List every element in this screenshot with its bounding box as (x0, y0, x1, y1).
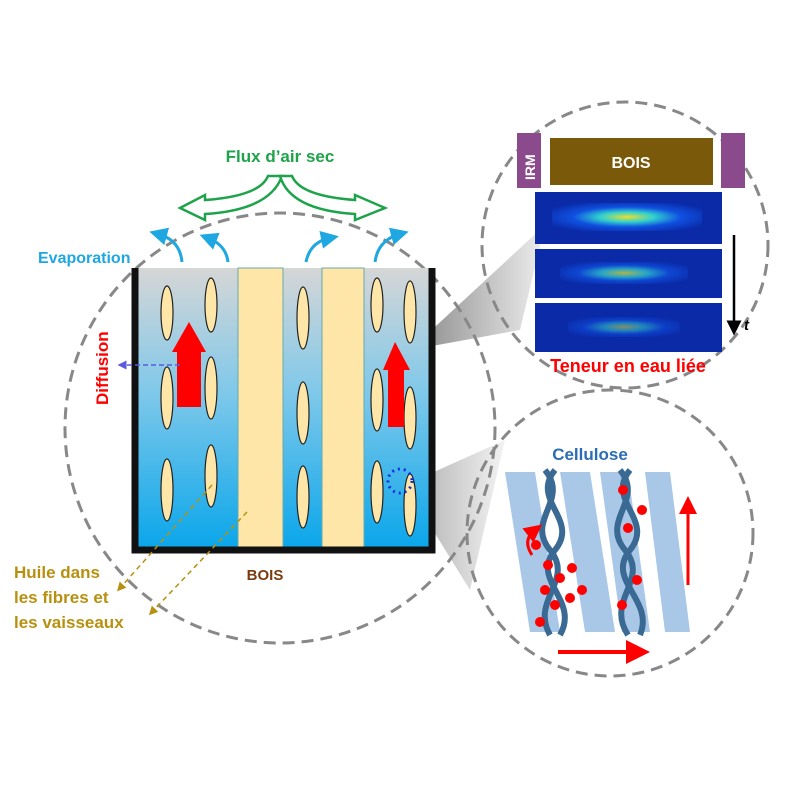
wood-block (117, 267, 436, 554)
mri-wood-label: BOIS (611, 155, 650, 172)
mri-image-t1 (560, 262, 688, 284)
moisture-arrow-up-right (383, 342, 410, 427)
cellulose-helices (539, 468, 646, 637)
mri-images (535, 192, 722, 352)
oil-label-line3: les vaisseaux (14, 613, 124, 632)
mri-wood-sample (550, 138, 713, 185)
airflow-label: Flux d’air sec (226, 147, 335, 166)
mri-label: IRM (522, 154, 538, 180)
main-zoom-circle (63, 211, 497, 645)
cellulose-region-marker (386, 467, 414, 495)
evaporation-label: Evaporation (38, 250, 130, 267)
mri-image-t2 (568, 317, 680, 337)
oil-label-line2: les fibres et (14, 588, 109, 607)
oil-pointers (117, 484, 248, 616)
diffusion-label: Diffusion (93, 331, 112, 405)
time-label: t (744, 317, 750, 334)
wood-label: BOIS (247, 567, 284, 584)
cellulose-strips (505, 472, 690, 632)
bound-water-label: Teneur en eau liée (550, 356, 706, 376)
airflow-arrows (177, 174, 389, 222)
mri-magnet-right (721, 133, 745, 188)
mri-image-t0 (552, 203, 702, 231)
oil-fibers (160, 277, 417, 537)
water-molecules (531, 485, 647, 627)
cellulose-label: Cellulose (552, 445, 628, 464)
evaporation-arrows (149, 227, 409, 263)
oil-label: Huile dans les fibres et les vaisseaux (14, 563, 124, 632)
zoom-cone-mri (410, 225, 545, 350)
rotation-arrow (522, 524, 543, 556)
oil-label-line1: Huile dans (14, 563, 100, 582)
cellulose-zoom-circle (465, 388, 755, 678)
moisture-arrow-up-left (172, 322, 206, 407)
mri-zoom-circle (480, 100, 770, 390)
mri-magnet-left (517, 133, 541, 188)
